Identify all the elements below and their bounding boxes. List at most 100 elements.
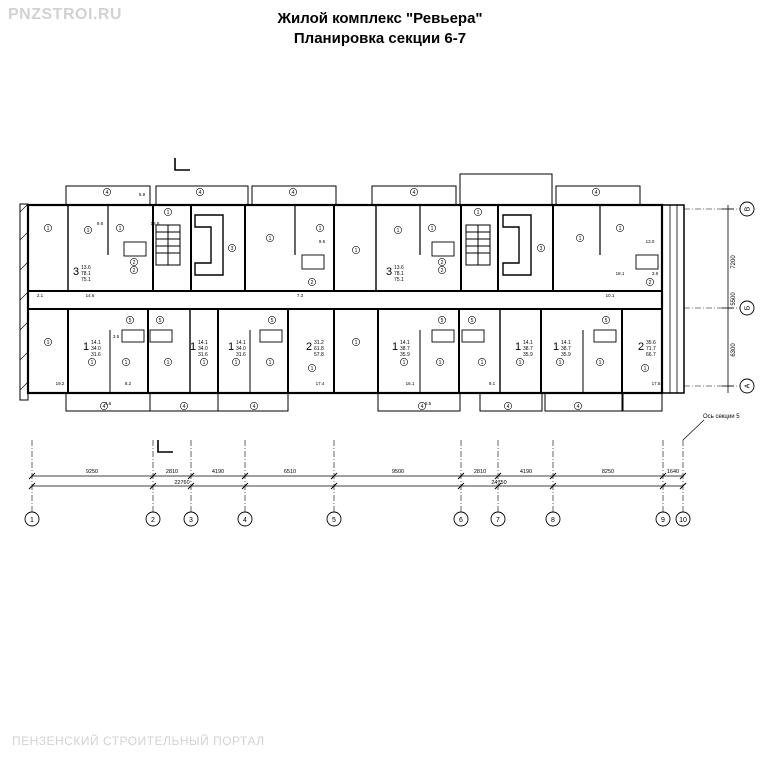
room-code: 5	[441, 318, 444, 324]
room-code: 1	[644, 366, 647, 372]
room-code: 5	[471, 318, 474, 324]
room-code: 1	[355, 248, 358, 254]
dimension-tick	[679, 472, 687, 480]
balcony-bottom	[544, 392, 624, 412]
room-marker	[576, 234, 584, 242]
axis-note: Ось секции 5	[703, 414, 740, 420]
chain-dim-4190: 4190	[520, 469, 532, 475]
overall-dim-22760: 22760	[174, 480, 189, 486]
room-marker	[438, 266, 446, 274]
apartment-area: 75.1	[81, 277, 91, 283]
room-code: 4	[577, 404, 580, 410]
row-axis-bubble	[739, 300, 755, 316]
room-area: 5.5	[425, 401, 432, 406]
room-code: 4	[199, 190, 202, 196]
room-area: 13.0	[646, 239, 655, 244]
apartment-area: 38.7	[400, 346, 410, 352]
dimension-tick	[330, 482, 338, 490]
apartment-rooms-2: 2	[638, 341, 644, 353]
room-marker	[44, 338, 52, 346]
chain-dim-6510: 6510	[284, 469, 296, 475]
column-axis-bubble	[237, 511, 253, 527]
apartment-area: 31.2	[314, 340, 324, 346]
apartment-area: 34.0	[91, 346, 101, 352]
apartment-area: 38.7	[561, 346, 571, 352]
room-code: 1	[125, 360, 128, 366]
room-marker	[596, 358, 604, 366]
room-marker	[478, 358, 486, 366]
room-code: 2	[649, 280, 652, 286]
column-axis-label-8: 8	[551, 517, 555, 524]
room-code: 4	[421, 404, 424, 410]
row-axis-label-А: А	[745, 383, 752, 388]
room-marker	[616, 224, 624, 232]
apartment-rooms-3: 3	[386, 266, 392, 278]
room-marker	[266, 234, 274, 242]
column-axis-label-3: 3	[189, 517, 193, 524]
room-code: 4	[413, 190, 416, 196]
dimension-tick	[494, 472, 502, 480]
balcony-top	[65, 185, 151, 206]
dimension-tick	[149, 472, 157, 480]
column-axis-label-9: 9	[661, 517, 665, 524]
room-marker	[352, 338, 360, 346]
room-marker	[266, 358, 274, 366]
room-code: 5	[129, 318, 132, 324]
room-marker	[418, 402, 426, 410]
room-marker	[232, 358, 240, 366]
room-area: 3.5	[113, 334, 120, 339]
room-area: 8.2	[125, 381, 132, 386]
room-marker	[574, 402, 582, 410]
room-code: 1	[119, 226, 122, 232]
room-marker	[268, 316, 276, 324]
room-code: 1	[477, 210, 480, 216]
apartment-area: 34.0	[236, 346, 246, 352]
room-area: 5.9	[139, 192, 146, 197]
apartment-area: 35.9	[400, 352, 410, 358]
column-axis-label-2: 2	[151, 517, 155, 524]
column-axis-label-4: 4	[243, 517, 247, 524]
apartment-area: 35.9	[561, 352, 571, 358]
apartment-area: 38.7	[523, 346, 533, 352]
apartment-area: 78.1	[394, 271, 404, 277]
apartment-area: 66.7	[646, 352, 656, 358]
balcony-top	[371, 185, 457, 206]
outer-wall	[26, 203, 664, 395]
room-code: 1	[397, 228, 400, 234]
room-code: 3	[231, 246, 234, 252]
chain-dim-9500: 9500	[392, 469, 404, 475]
dimension-tick	[494, 482, 502, 490]
room-code: 2	[311, 280, 314, 286]
vdim-1: 7200	[731, 255, 737, 269]
dimension-tick	[457, 472, 465, 480]
room-code: 1	[619, 226, 622, 232]
dimension-tick	[149, 482, 157, 490]
room-code: 5	[605, 318, 608, 324]
building-walls	[19, 203, 685, 401]
room-marker	[164, 358, 172, 366]
room-code: 1	[47, 226, 50, 232]
column-axis-label-6: 6	[459, 517, 463, 524]
dimension-tick	[549, 472, 557, 480]
room-area: 3.9	[652, 271, 659, 276]
room-area: 17.4	[316, 381, 325, 386]
column-axis-label-5: 5	[332, 517, 336, 524]
room-marker	[44, 224, 52, 232]
room-area: 2.1	[37, 293, 44, 298]
room-marker	[438, 258, 446, 266]
column-axis-bubble	[183, 511, 199, 527]
row-axis-bubble	[739, 378, 755, 394]
section-markers	[157, 158, 190, 453]
room-marker	[410, 188, 418, 196]
room-marker	[400, 358, 408, 366]
apartment-rooms-1: 1	[553, 341, 559, 353]
room-marker	[556, 358, 564, 366]
apartment-area: 35.6	[646, 340, 656, 346]
room-code: 1	[203, 360, 206, 366]
row-axis-label-Б: Б	[745, 305, 752, 310]
room-code: 1	[47, 340, 50, 346]
balcony-top	[155, 185, 249, 206]
room-marker	[468, 316, 476, 324]
